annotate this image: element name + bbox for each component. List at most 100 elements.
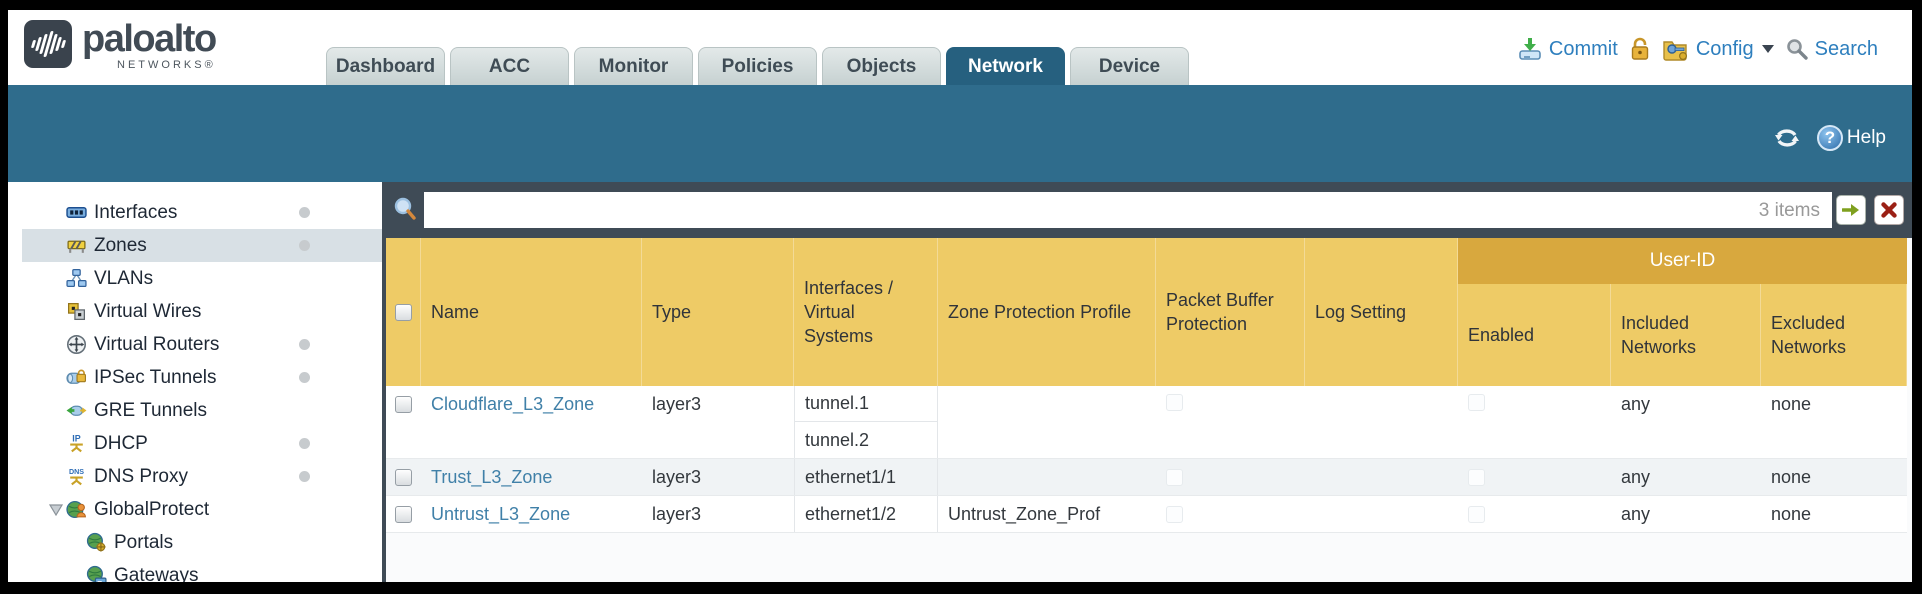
zone-name-link[interactable]: Cloudflare_L3_Zone <box>431 394 595 414</box>
tab-device[interactable]: Device <box>1070 47 1189 85</box>
zone-type: layer3 <box>652 394 702 414</box>
sidebar-item-dns-proxy[interactable]: DNS DNS Proxy <box>22 460 382 493</box>
commit-button[interactable]: Commit <box>1517 36 1618 62</box>
column-header-zone-protection-profile[interactable]: Zone Protection Profile <box>938 238 1156 386</box>
zone-type: layer3 <box>652 466 702 487</box>
tab-policies[interactable]: Policies <box>698 47 817 85</box>
paloalto-logo: paloalto NETWORKS® <box>24 20 217 71</box>
user-id-enabled-checkbox[interactable] <box>1468 394 1485 411</box>
included-networks: any <box>1621 466 1651 487</box>
tab-objects[interactable]: Objects <box>822 47 941 85</box>
column-header-enabled[interactable]: Enabled <box>1458 238 1611 386</box>
clear-filter-button[interactable] <box>1874 195 1904 225</box>
gateways-icon <box>86 565 107 582</box>
search-button[interactable]: Search <box>1785 37 1878 61</box>
lock-icon[interactable] <box>1629 36 1651 62</box>
zone-name-link[interactable]: Trust_L3_Zone <box>431 466 553 487</box>
column-header-included-networks[interactable]: Included Networks <box>1611 238 1761 386</box>
brand-text: paloalto NETWORKS® <box>82 20 217 71</box>
svg-text:DNS: DNS <box>69 468 84 476</box>
search-icon <box>1786 39 1808 60</box>
sidebar-item-vlans[interactable]: VLANs <box>22 262 382 295</box>
zone-interfaces: tunnel.1 tunnel.2 <box>794 386 938 458</box>
status-dot <box>299 339 310 350</box>
included-networks: any <box>1621 394 1651 414</box>
brand-sub: NETWORKS® <box>117 59 216 71</box>
row-select-checkbox[interactable] <box>395 468 412 486</box>
config-label: Config <box>1695 37 1754 60</box>
commit-icon <box>1519 38 1541 60</box>
config-button[interactable]: Config <box>1662 36 1774 62</box>
filter-bar: 3 items <box>386 182 1912 238</box>
excluded-networks: none <box>1771 466 1812 487</box>
packet-buffer-checkbox[interactable] <box>1166 505 1183 523</box>
virtual-wires-icon <box>67 302 86 321</box>
sidebar-item-ipsec-tunnels[interactable]: IPSec Tunnels <box>22 361 382 394</box>
sidebar-item-virtual-wires[interactable]: Virtual Wires <box>22 295 382 328</box>
sidebar-item-portals[interactable]: Portals <box>22 526 382 559</box>
zone-name-link[interactable]: Untrust_L3_Zone <box>431 503 571 524</box>
status-dot <box>299 471 310 482</box>
tab-acc[interactable]: ACC <box>450 47 569 85</box>
select-all-checkbox[interactable] <box>394 303 412 321</box>
filter-input[interactable] <box>424 192 1832 228</box>
sidebar-item-zones[interactable]: Zones <box>22 229 382 262</box>
help-button[interactable]: ? Help <box>1816 125 1886 151</box>
user-id-enabled-checkbox[interactable] <box>1468 505 1485 523</box>
user-id-enabled-checkbox[interactable] <box>1468 468 1485 486</box>
table-row: Trust_L3_Zone layer3 ethernet1/1 any non… <box>386 459 1907 496</box>
sidebar-item-gateways[interactable]: Gateways <box>22 559 382 582</box>
log-setting <box>1305 386 1458 458</box>
expander-icon[interactable] <box>49 503 63 516</box>
table-row: Untrust_L3_Zone layer3 ethernet1/2 Untru… <box>386 496 1907 533</box>
table-header: User-ID Name Type Interfaces / Virtual S… <box>386 238 1907 386</box>
sidebar-item-label: DHCP <box>94 432 148 454</box>
column-header-interfaces[interactable]: Interfaces / Virtual Systems <box>794 238 938 386</box>
sidebar-item-label: Gateways <box>114 564 199 583</box>
sidebar-item-virtual-routers[interactable]: Virtual Routers <box>22 328 382 361</box>
sidebar-item-label: GlobalProtect <box>94 498 210 520</box>
tab-dashboard[interactable]: Dashboard <box>326 47 445 85</box>
sidebar-item-label: Virtual Wires <box>94 300 202 322</box>
svg-text:IP: IP <box>72 433 80 443</box>
column-header-log-setting[interactable]: Log Setting <box>1305 238 1458 386</box>
filter-search-icon <box>394 197 416 220</box>
column-header-name[interactable]: Name <box>421 238 642 386</box>
refresh-icon[interactable] <box>1773 126 1801 150</box>
row-select-checkbox[interactable] <box>395 505 412 523</box>
log-setting <box>1305 496 1458 532</box>
sidebar-item-gre-tunnels[interactable]: GRE Tunnels <box>22 394 382 427</box>
sidebar-item-globalprotect[interactable]: GlobalProtect <box>22 493 382 526</box>
sidebar-item-label: IPSec Tunnels <box>94 366 217 388</box>
sidebar-item-interfaces[interactable]: Interfaces <box>22 196 382 229</box>
apply-filter-button[interactable] <box>1836 195 1866 225</box>
zones-icon <box>67 240 86 253</box>
column-header-excluded-networks[interactable]: Excluded Networks <box>1761 238 1907 386</box>
commit-label: Commit <box>1548 37 1618 60</box>
status-dot <box>299 240 310 251</box>
network-sidebar: Interfaces Zones VLANs <box>22 182 382 582</box>
packet-buffer-checkbox[interactable] <box>1166 468 1183 486</box>
config-icon <box>1663 41 1687 61</box>
table-row: Cloudflare_L3_Zone layer3 tunnel.1 tunne… <box>386 386 1907 459</box>
tab-network[interactable]: Network <box>946 47 1065 85</box>
sidebar-item-dhcp[interactable]: IP DHCP <box>22 427 382 460</box>
user-id-group-header: User-ID <box>1458 238 1907 284</box>
packet-buffer-checkbox[interactable] <box>1166 394 1183 411</box>
sidebar-item-label: DNS Proxy <box>94 465 188 487</box>
tab-monitor[interactable]: Monitor <box>574 47 693 85</box>
zone-protection-profile: Untrust_Zone_Prof <box>948 503 1101 524</box>
excluded-networks: none <box>1771 394 1812 414</box>
teal-band: ? Help <box>8 85 1912 182</box>
zone-interfaces: ethernet1/2 <box>794 496 938 532</box>
portals-icon <box>86 532 106 552</box>
interfaces-icon <box>66 207 87 218</box>
status-dot <box>299 372 310 383</box>
column-header-packet-buffer-protection[interactable]: Packet Buffer Protection <box>1156 238 1305 386</box>
help-icon: ? <box>1816 125 1843 151</box>
sidebar-item-label: Portals <box>114 531 174 553</box>
status-dot <box>299 207 310 218</box>
zone-protection-profile <box>938 386 1156 458</box>
row-select-checkbox[interactable] <box>395 396 412 413</box>
column-header-type[interactable]: Type <box>642 238 794 386</box>
